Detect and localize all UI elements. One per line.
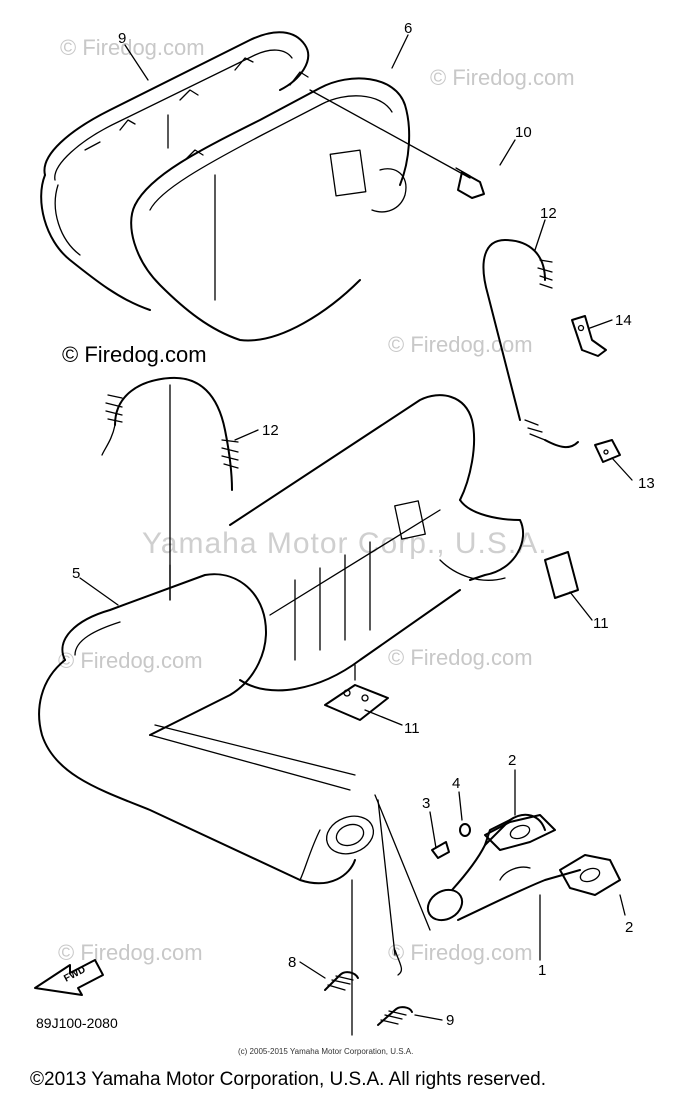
callout-2-upper: 2 [508,752,516,769]
callout-labels: 9 6 10 12 14 12 13 5 11 11 2 4 3 2 1 8 9 [72,20,655,1029]
watermark-bottom-left: © Firedog.com [58,940,203,965]
callout-13: 13 [638,475,655,492]
part-3-bolt [429,811,450,859]
part-8-bolt [309,89,485,199]
part-6-inner-heat-shield [130,71,411,342]
watermark-top-right: © Firedog.com [430,65,575,90]
callout-12-lower: 11 [404,720,420,737]
watermark-left-dark: © Firedog.com [62,342,207,367]
callout-11: 12 [540,205,557,222]
part-12-gaskets [324,551,579,721]
guide-lines [169,384,431,976]
part-5-muffler [38,394,525,885]
watermark-center: Yamaha Motor Corp., U.S.A. [142,527,548,560]
diagram-code: 89J100-2080 [36,1015,118,1031]
small-copyright: (c) 2005-2015 Yamaha Motor Corporation, … [238,1047,413,1056]
leader-lines [79,34,633,1021]
callout-14: 14 [615,312,632,329]
callout-4: 4 [452,775,460,792]
callout-5: 5 [72,565,80,582]
watermark-mid-right: © Firedog.com [388,332,533,357]
callout-3: 3 [422,795,430,812]
fwd-arrow-icon: FWD [34,959,104,996]
part-9-springs [324,799,413,1036]
part-7-outer-heat-shield [40,31,310,311]
part-13-clip [594,439,621,463]
callout-9-right: 9 [446,1012,454,1029]
watermark-lower-left: © Firedog.com [58,648,203,673]
callout-6: 6 [404,20,412,37]
footer-copyright: ©2013 Yamaha Motor Corporation, U.S.A. A… [30,1069,546,1090]
callout-1: 1 [538,962,546,979]
part-1-exhaust-pipe [426,813,581,961]
callout-7: 9 [118,30,126,47]
callout-8: 10 [515,124,532,141]
part-2-flanges [484,769,626,916]
part-11-spring [482,239,579,448]
part-10-spring [101,376,239,491]
callout-2-lower: 2 [625,919,633,936]
callout-12-upper: 11 [593,615,609,632]
watermark-bottom-right: © Firedog.com [388,940,533,965]
watermark-lower-right: © Firedog.com [388,645,533,670]
part-4-nut [458,791,471,837]
callout-9-left: 8 [288,954,296,971]
callout-10: 12 [262,422,279,439]
part-14-bracket [571,315,607,357]
watermark-layer: © Firedog.com © Firedog.com © Firedog.co… [58,35,575,965]
